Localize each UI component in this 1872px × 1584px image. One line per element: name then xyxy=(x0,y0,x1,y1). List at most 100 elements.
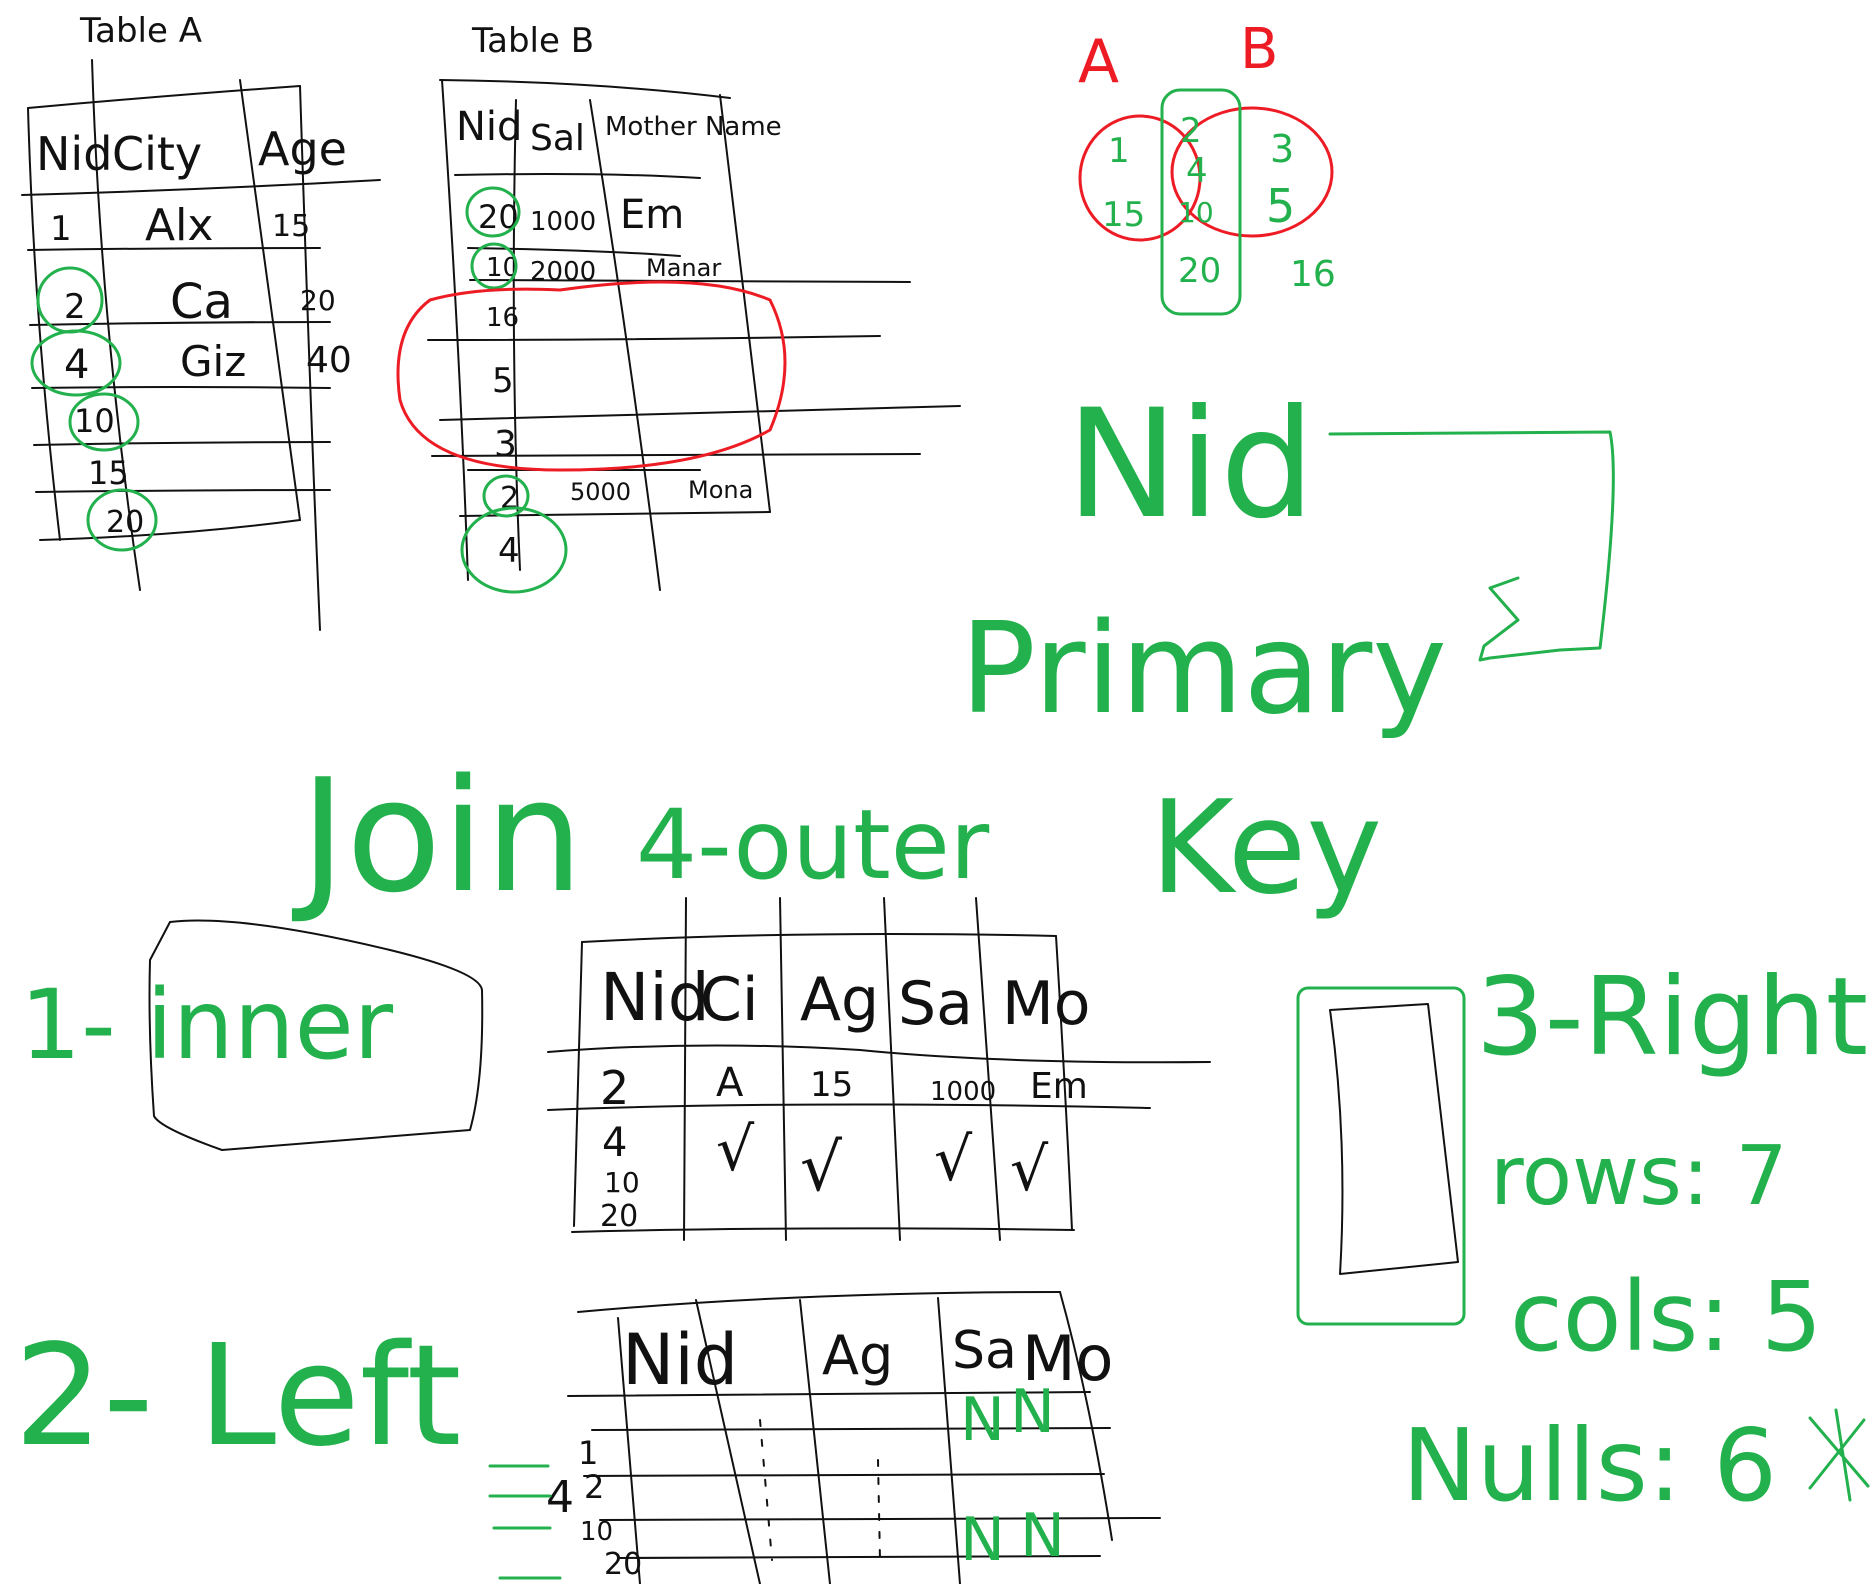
table-b-highlight xyxy=(460,506,568,594)
inner-cell: 15 xyxy=(810,1065,853,1105)
left-header-mo: Mo xyxy=(1022,1322,1113,1395)
table-b-unmatched-highlight xyxy=(396,280,787,472)
table-a-cell: 40 xyxy=(306,340,352,381)
table-b-cell: 3 xyxy=(494,424,517,465)
left-cell: 20 xyxy=(604,1547,642,1582)
left-null-mark: N xyxy=(960,1385,1005,1455)
left-null-mark: N xyxy=(960,1505,1005,1575)
venn-overlap-value: 2 xyxy=(1180,111,1202,151)
table-a-header-nid: Nid xyxy=(36,127,112,181)
venn-label-b: B xyxy=(1240,17,1278,82)
table-b-header-mother: Mother Name xyxy=(605,112,782,142)
table-b: Table B Nid Sal Mother Name 20 1000 Em 1… xyxy=(396,21,961,594)
table-b-cell: 5000 xyxy=(570,478,631,506)
inner-cell: 2 xyxy=(600,1061,629,1115)
inner-cell: √ xyxy=(934,1125,973,1195)
table-a-cell: Alx xyxy=(145,200,213,251)
inner-cell: 10 xyxy=(604,1166,640,1199)
table-b-title: Table B xyxy=(471,21,594,61)
venn-overlap-box xyxy=(1160,88,1242,316)
table-a-highlight xyxy=(86,488,158,552)
inner-cell: 4 xyxy=(602,1120,627,1166)
summary-nulls: Nulls: 6 xyxy=(1402,1407,1777,1524)
table-b-header-sal: Sal xyxy=(530,118,585,159)
left-join-section: 2- Left Nid Ag Sa Mo 1 2 4 10 20 N N N N xyxy=(14,1291,1161,1584)
inner-join-section: 1- inner Nid Ci Ag Sa Mo 2 A 15 1000 Em … xyxy=(20,897,1211,1241)
venn-overlap-value: 20 xyxy=(1178,251,1221,291)
table-b-cell: 16 xyxy=(486,303,519,333)
table-a-title: Table A xyxy=(79,11,202,51)
venn-right-value: 3 xyxy=(1270,127,1294,171)
join-outer-label: 4-outer xyxy=(636,789,990,901)
table-a-highlight xyxy=(30,329,122,397)
table-a-cell: Ca xyxy=(170,274,233,330)
right-join-inner-box xyxy=(1329,1003,1459,1275)
join-type-left: 2- Left xyxy=(14,1315,461,1478)
table-b-cell: 4 xyxy=(498,531,520,571)
venn-overlap-value: 10 xyxy=(1178,196,1214,229)
primary-key-primary: Primary xyxy=(960,595,1447,742)
venn-circle-a xyxy=(1078,114,1202,242)
left-header-ag: Ag xyxy=(822,1324,893,1387)
table-a-cell: 15 xyxy=(88,454,129,492)
table-b-cell: 5 xyxy=(492,361,514,401)
table-a-cell: 20 xyxy=(300,284,336,317)
inner-join-box xyxy=(148,919,484,1151)
left-cell: 1 xyxy=(578,1434,598,1472)
primary-key-note: Nid Primary Key xyxy=(960,378,1615,923)
venn-right-value: 16 xyxy=(1290,254,1336,295)
left-header-sa: Sa xyxy=(952,1321,1017,1381)
inner-header-sa: Sa xyxy=(898,969,973,1039)
table-a-highlight xyxy=(68,392,140,452)
venn-circle-b xyxy=(1170,106,1334,238)
table-b-cell: 20 xyxy=(478,198,519,236)
table-a-cell: 10 xyxy=(74,402,115,440)
summary-check-mark xyxy=(1808,1408,1870,1502)
join-type-right: 3-Right xyxy=(1476,955,1868,1080)
inner-header-ag: Ag xyxy=(800,965,879,1035)
left-cell: 10 xyxy=(580,1517,613,1547)
venn-left-value: 1 xyxy=(1108,131,1130,171)
venn-left-value: 15 xyxy=(1102,195,1145,235)
left-null-mark: N xyxy=(1010,1377,1055,1447)
right-join-section: 3-Right rows: 7 cols: 5 Nulls: 6 xyxy=(1296,955,1870,1524)
inner-header-nid: Nid xyxy=(600,959,710,1036)
venn-diagram: A B 1 15 2 4 10 20 3 5 16 xyxy=(1078,17,1336,316)
left-null-mark: N xyxy=(1020,1501,1065,1571)
table-b-highlight xyxy=(482,474,530,518)
table-a-cell: 2 xyxy=(64,287,86,327)
venn-overlap-value: 4 xyxy=(1186,151,1208,191)
table-a-cell: 15 xyxy=(272,209,310,244)
right-join-outer-box xyxy=(1296,986,1466,1326)
inner-cell: √ xyxy=(1010,1135,1049,1205)
table-b-cell: Em xyxy=(620,192,684,238)
table-b-cell: Manar xyxy=(646,254,721,282)
table-b-cell: 2 xyxy=(500,481,519,516)
inner-cell: A xyxy=(716,1060,744,1106)
left-cell: 2 xyxy=(584,1468,604,1506)
table-a-cell: 20 xyxy=(106,505,144,540)
table-b-cell: Mona xyxy=(688,476,753,504)
inner-cell: Em xyxy=(1030,1066,1088,1107)
inner-cell: 1000 xyxy=(930,1077,996,1107)
table-b-highlight xyxy=(470,242,518,290)
table-b-cell: 1000 xyxy=(530,207,596,237)
table-a-cell: Giz xyxy=(180,337,246,386)
table-a-cell: 4 xyxy=(64,342,89,388)
table-b-header-nid: Nid xyxy=(456,104,522,150)
primary-key-nid: Nid xyxy=(1066,378,1315,552)
primary-key-key: Key xyxy=(1150,774,1382,923)
inner-cell: 20 xyxy=(600,1199,638,1234)
table-b-cell: 2000 xyxy=(530,257,596,287)
inner-header-mo: Mo xyxy=(1002,969,1090,1039)
left-header-nid: Nid xyxy=(622,1319,738,1401)
table-a-header-age: Age xyxy=(258,122,347,176)
join-title: Join xyxy=(291,745,584,927)
summary-cols: cols: 5 xyxy=(1510,1261,1822,1373)
primary-key-arrow xyxy=(1328,430,1615,662)
table-a-header-city: City xyxy=(112,127,202,181)
table-a-cell: 1 xyxy=(50,209,72,249)
join-heading: Join 4-outer xyxy=(291,745,990,927)
table-a: Table A Nid City Age 1 Alx 15 2 Ca 20 4 … xyxy=(21,11,381,631)
